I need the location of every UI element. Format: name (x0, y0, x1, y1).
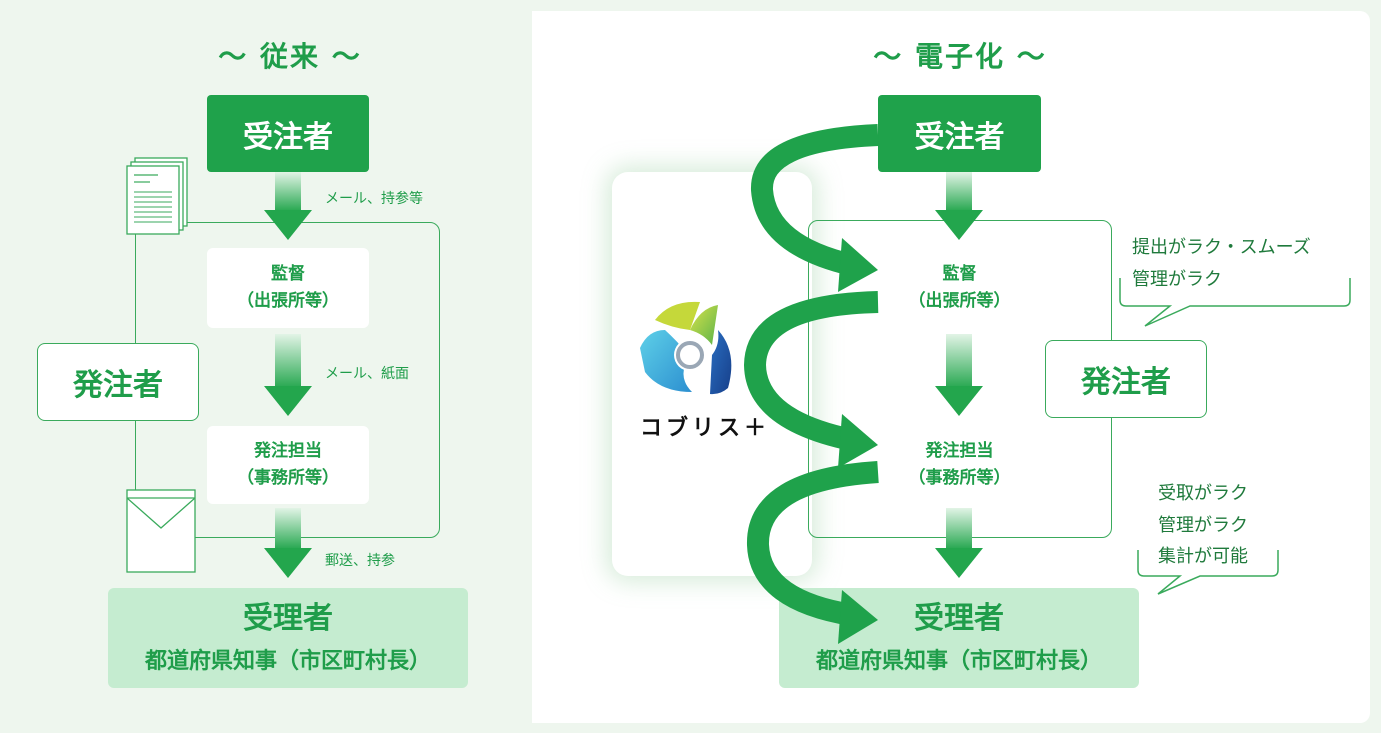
left-receiver-sub: 都道府県知事（市区町村長） (144, 649, 431, 674)
right-officer-box: 発注担当 （事務所等） (878, 426, 1041, 504)
right-officer-label: 発注担当 (925, 440, 994, 461)
callout-submission-line1: 提出がラク・スムーズ (1132, 237, 1311, 258)
right-officer-sub: （事務所等） (908, 468, 1011, 488)
left-note-mail-carry: メール、持参等 (325, 191, 423, 207)
left-orderer-box: 発注者 (37, 343, 199, 421)
right-arrow-3 (935, 508, 983, 578)
right-arrow-2 (935, 334, 983, 416)
callout-receipt-line2: 管理がラク (1158, 514, 1248, 536)
left-supervisor-sub: （出張所等） (237, 291, 339, 311)
callout-submission-line2: 管理がラク (1132, 268, 1222, 290)
left-officer-box: 発注担当 （事務所等） (207, 426, 369, 504)
left-officer-sub: （事務所等） (237, 468, 339, 488)
left-arrow-1 (264, 172, 312, 240)
left-contractor-box: 受注者 (207, 95, 369, 172)
left-arrow-3 (264, 508, 312, 578)
right-orderer-box: 発注者 (1045, 340, 1207, 418)
right-supervisor-box: 監督 （出張所等） (878, 248, 1041, 328)
left-title: ～ 従来 ～ (218, 40, 362, 73)
coblis-logo-icon (640, 301, 732, 395)
left-note-mail-paper: メール、紙面 (325, 366, 409, 382)
envelope-icon (126, 489, 196, 573)
callout-submission: 提出がラク・スムーズ 管理がラク (1132, 232, 1311, 295)
right-arrow-1 (935, 172, 983, 240)
callout-receipt-line1: 受取がラク (1158, 483, 1248, 504)
left-receiver-label: 受理者 (243, 601, 333, 636)
callout-receipt: 受取がラク 管理がラク 集計が可能 (1158, 478, 1248, 573)
right-supervisor-sub: （出張所等） (908, 291, 1011, 311)
right-supervisor-label: 監督 (942, 263, 977, 284)
callout-bubble-receipt (1137, 550, 1279, 595)
left-supervisor-box: 監督 （出張所等） (207, 248, 369, 328)
callout-receipt-line3: 集計が可能 (1158, 546, 1248, 567)
left-officer-label: 発注担当 (254, 440, 322, 461)
left-note-post-carry: 郵送、持参 (325, 553, 395, 569)
document-stack-icon (126, 157, 188, 235)
callout-bubble-submission (1119, 278, 1351, 327)
curved-arrow-1 (751, 124, 879, 292)
curved-arrow-2 (743, 291, 879, 468)
logo-text: コブリス＋ (640, 416, 771, 441)
chevron-overlay (532, 11, 542, 723)
right-receiver-sub: 都道府県知事（市区町村長） (815, 649, 1102, 674)
curved-arrow-3 (747, 461, 879, 644)
right-title: ～ 電子化 ～ (873, 40, 1047, 73)
left-supervisor-label: 監督 (271, 263, 305, 284)
right-contractor-box: 受注者 (878, 95, 1041, 172)
left-receiver-box: 受理者 都道府県知事（市区町村長） (108, 588, 468, 688)
right-receiver-label: 受理者 (914, 601, 1004, 636)
left-arrow-2 (264, 334, 312, 416)
